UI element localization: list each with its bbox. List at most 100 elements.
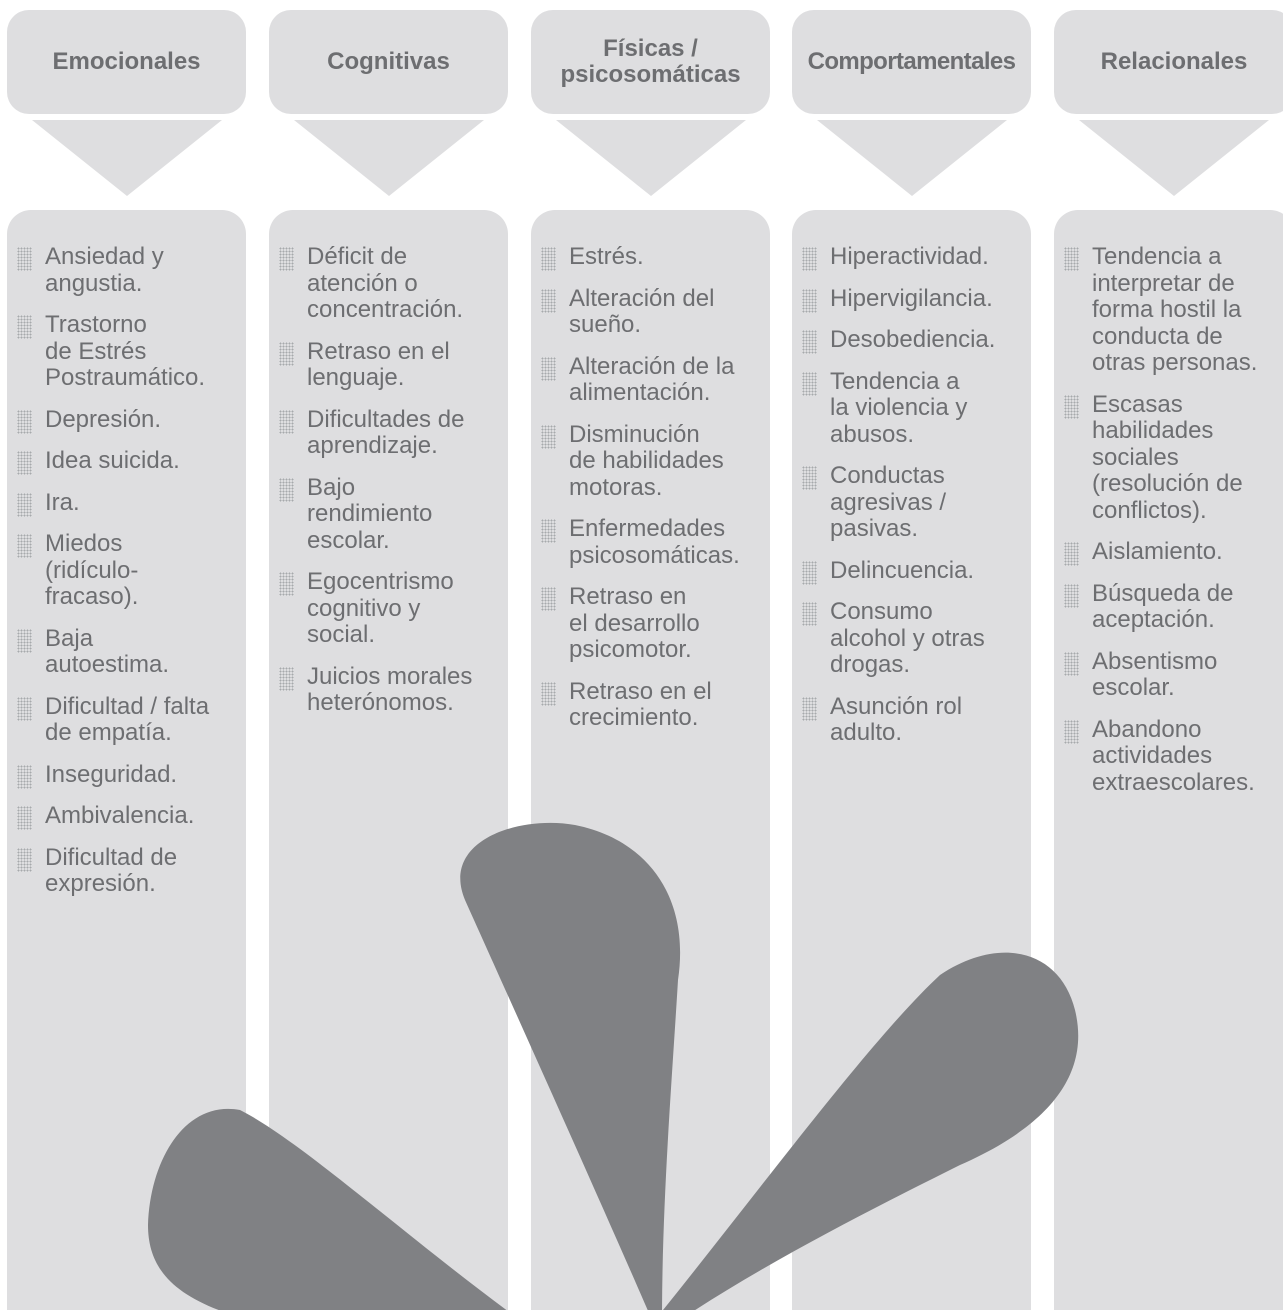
dotted-bullet-icon [279,666,294,691]
list-item: Idea suicida. [7,447,246,475]
dotted-bullet-icon [17,806,32,830]
list-item: Aislamiento. [1054,538,1283,566]
list-item: Escasas habilidades sociales (resolución… [1054,390,1283,525]
list-item: Hipervigilancia. [792,284,1031,313]
list-item: Retraso en el crecimiento. [531,677,770,732]
dotted-bullet-icon [1064,542,1079,566]
list-item-text: Búsqueda de aceptación. [1092,579,1234,633]
dotted-bullet-icon [541,247,556,271]
list-item-text: Aislamiento. [1092,538,1223,565]
list-item: Dificultad / falta de empatía. [7,693,246,747]
dotted-bullet-icon [802,330,817,354]
list-item-text: Hipervigilancia. [830,284,993,312]
list-item-text: Retraso en el lenguaje. [307,337,450,391]
list-item: Consumo alcohol y otras drogas. [792,598,1031,679]
header-title: Cognitivas [327,48,450,75]
dotted-bullet-icon [17,409,32,434]
dotted-bullet-icon [802,602,817,626]
list-item-text: Estrés. [569,243,644,270]
dotted-bullet-icon [541,424,556,449]
list-item: Miedos (ridículo- fracaso). [7,530,246,611]
dotted-bullet-icon [17,492,32,517]
down-arrow [1079,120,1269,196]
dotted-bullet-icon [1064,719,1079,744]
list-item-text: Baja autoestima. [45,624,170,678]
list-item: Desobediencia. [792,326,1031,354]
header-title: Relacionales [1100,48,1248,75]
header-title: Comportamentales [807,48,1016,75]
list-item: Depresión. [7,406,246,434]
dotted-bullet-icon [1064,247,1079,271]
list-item-text: Ira. [45,488,80,516]
dotted-bullet-icon [541,356,556,381]
dotted-bullet-icon [802,288,817,313]
list-item: Abandono actividades extraescolares. [1054,715,1283,797]
list-item: Bajo rendimiento escolar. [269,473,508,555]
list-item: Dificultad de expresión. [7,844,246,898]
dotted-bullet-icon [541,519,556,543]
down-arrow [817,120,1007,196]
symptom-list: Hiperactividad. Hipervigilancia. Desobedie… [792,243,1031,762]
list-item: Estrés. [531,243,770,271]
list-item: Déficit de atención o concentración. [269,243,508,324]
list-item-text: Egocentrismo cognitivo y social. [307,568,454,648]
list-item-text: Inseguridad. [45,760,178,788]
list-item: Baja autoestima. [7,624,246,679]
header-title: Emocionales [52,48,201,75]
list-item-text: Abandono actividades extraescolares. [1092,715,1255,796]
list-item-text: Delincuencia. [830,556,975,584]
list-item-text: Dificultades de aprendizaje. [307,405,465,459]
dotted-bullet-icon [17,628,32,653]
header-comportamentales: Comportamentales [792,10,1031,114]
list-item: Conductas agresivas / pasivas. [792,462,1031,543]
list-item: Juicios morales heterónomos. [269,663,508,717]
down-arrow [294,120,484,196]
list-item-text: Retraso en el desarrollo psicomotor. [569,583,700,663]
dotted-bullet-icon [1064,583,1079,608]
dotted-bullet-icon [1064,394,1079,419]
list-item-text: Trastorno de Estrés Postraumático. [45,311,206,391]
list-item-text: Escasas habilidades sociales (resolución… [1092,390,1243,524]
dotted-bullet-icon [1064,651,1079,676]
dotted-bullet-icon [17,764,32,789]
list-item-text: Enfermedades psicosomáticas. [569,515,740,569]
list-item-text: Retraso en el crecimiento. [569,677,712,731]
list-item-text: Bajo rendimiento escolar. [307,473,433,554]
list-item-text: Déficit de atención o concentración. [307,243,464,323]
dotted-bullet-icon [279,477,294,502]
list-item-text: Tendencia a la violencia y abusos. [830,367,968,448]
dotted-bullet-icon [541,587,556,611]
dotted-bullet-icon [279,409,294,434]
list-item-text: Disminución de habilidades motoras. [569,420,724,501]
dotted-bullet-icon [17,696,32,721]
header-emocionales: Emocionales [7,10,246,114]
dotted-bullet-icon [17,847,32,872]
list-item-text: Ansiedad y angustia. [45,243,164,297]
dotted-bullet-icon [17,451,32,475]
list-item: Ambivalencia. [7,802,246,830]
list-item: Egocentrismo cognitivo y social. [269,568,508,649]
list-item-text: Conductas agresivas / pasivas. [830,462,947,542]
dotted-bullet-icon [802,247,817,271]
list-item-text: Desobediencia. [830,326,996,353]
symptom-list: Ansiedad y angustia. Trastorno de Estrés … [7,243,246,913]
list-item: Delincuencia. [792,556,1031,585]
list-item: Tendencia a la violencia y abusos. [792,367,1031,449]
list-item: Ansiedad y angustia. [7,243,246,297]
list-item-text: Hiperactividad. [830,243,989,270]
header-fisicas: Físicas / psicosomáticas [531,10,770,114]
list-item: Absentismo escolar. [1054,648,1283,702]
list-item: Disminución de habilidades motoras. [531,420,770,502]
list-item: Búsqueda de aceptación. [1054,579,1283,634]
list-item-text: Asunción rol adulto. [830,692,963,746]
list-item: Tendencia a interpretar de forma hostil … [1054,243,1283,377]
list-item: Alteración del sueño. [531,285,770,339]
down-arrow [32,120,222,196]
dotted-bullet-icon [17,315,32,339]
dotted-bullet-icon [541,288,556,313]
list-item: Asunción rol adulto. [792,692,1031,747]
list-item: Enfermedades psicosomáticas. [531,515,770,569]
dotted-bullet-icon [802,696,817,721]
dotted-bullet-icon [279,341,294,366]
header-relacionales: Relacionales [1054,10,1283,114]
